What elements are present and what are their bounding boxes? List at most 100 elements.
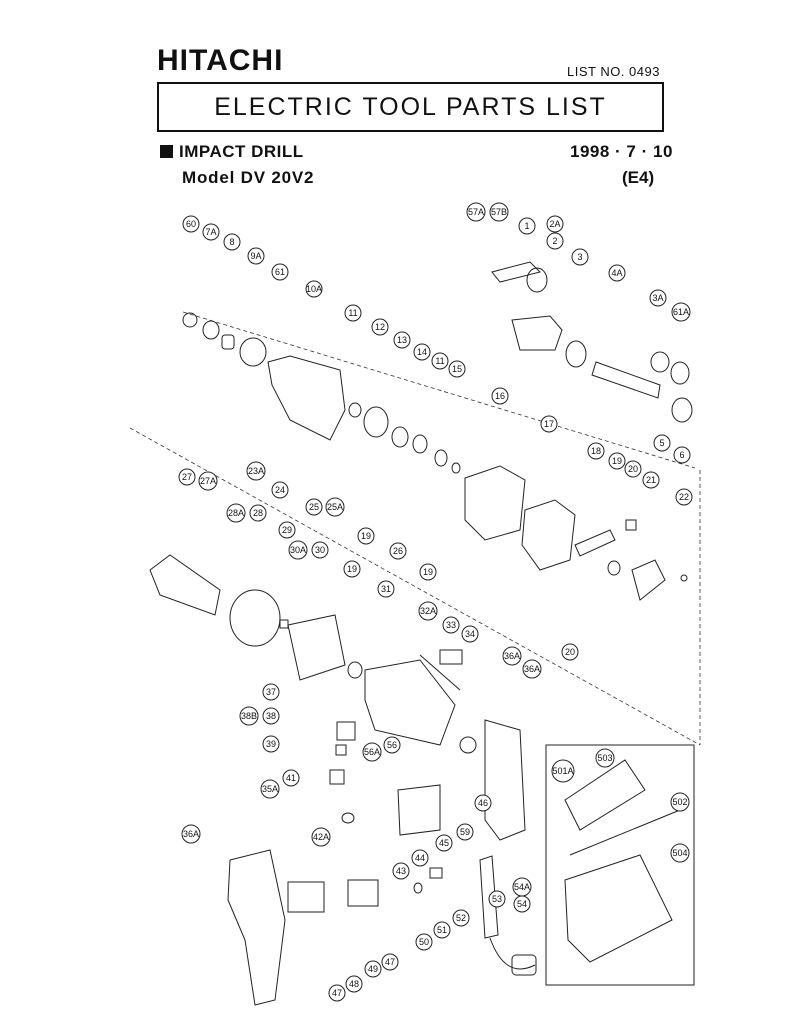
callout-23a: 23A: [246, 461, 266, 481]
callout-15: 15: [448, 360, 466, 378]
part-ring-3a: [650, 351, 670, 373]
svg-text:27A: 27A: [200, 476, 216, 486]
part-chuck-key-57: [491, 261, 541, 283]
callout-27a: 27A: [198, 471, 218, 491]
model-number: Model DV 20V2: [182, 168, 315, 187]
svg-text:33: 33: [446, 620, 456, 630]
svg-text:44: 44: [415, 853, 425, 863]
callout-54: 54: [513, 895, 531, 913]
svg-text:36A: 36A: [183, 829, 199, 839]
callout-53: 53: [488, 890, 506, 908]
part-chuck-1: [526, 267, 548, 293]
callout-56a: 56A: [362, 742, 382, 762]
svg-text:37: 37: [266, 687, 276, 697]
callout-14: 14: [413, 343, 431, 361]
callout-44: 44: [411, 849, 429, 867]
callout-54a: 54A: [512, 877, 532, 897]
svg-text:501A: 501A: [552, 766, 573, 776]
callout-24: 24: [271, 481, 289, 499]
callout-56: 56: [383, 736, 401, 754]
callout-4a: 4A: [608, 264, 626, 282]
callout-20: 20: [624, 460, 642, 478]
bullet-square-icon: [160, 145, 173, 158]
issue-date: 1998 · 7 · 10: [570, 142, 673, 161]
callout-20b: 20: [561, 643, 579, 661]
callout-9a: 9A: [247, 247, 265, 265]
svg-text:47: 47: [385, 957, 395, 967]
svg-text:31: 31: [381, 584, 391, 594]
svg-text:3A: 3A: [652, 293, 663, 303]
guide-lines: [129, 311, 701, 746]
svg-text:28: 28: [253, 508, 263, 518]
svg-text:504: 504: [672, 848, 687, 858]
svg-text:13: 13: [397, 335, 407, 345]
callout-13: 13: [393, 331, 411, 349]
svg-text:14: 14: [417, 347, 427, 357]
svg-text:12: 12: [375, 322, 385, 332]
part-spindle-4a: [591, 361, 661, 399]
svg-text:57B: 57B: [491, 207, 507, 217]
part-case-16: [464, 465, 526, 541]
part-label-33: [439, 649, 463, 665]
callout-19c: 19: [419, 563, 437, 581]
svg-text:19: 19: [612, 456, 622, 466]
svg-text:11: 11: [348, 308, 357, 318]
part-brush-38: [335, 744, 347, 756]
part-handle-35a: [227, 849, 286, 1006]
part-bearing-11: [348, 402, 362, 418]
part-clamp-51: [429, 867, 443, 879]
part-drawings: [149, 261, 695, 1006]
svg-text:47: 47: [332, 988, 342, 998]
callout-41: 41: [282, 769, 300, 787]
callout-10a: 10A: [305, 280, 323, 298]
svg-text:41: 41: [286, 773, 296, 783]
callout-12: 12: [371, 318, 389, 336]
callout-33: 33: [442, 616, 460, 634]
callout-19d: 19: [343, 560, 361, 578]
part-plate-21: [631, 559, 666, 601]
callout-37: 37: [262, 683, 280, 701]
svg-text:5: 5: [659, 438, 664, 448]
svg-text:2A: 2A: [549, 219, 560, 229]
svg-text:11: 11: [435, 356, 444, 366]
callout-57a: 57A: [466, 202, 486, 222]
svg-text:19: 19: [361, 531, 371, 541]
callout-47: 47: [381, 953, 399, 971]
svg-text:7A: 7A: [205, 227, 216, 237]
callout-36a-c: 36A: [181, 824, 201, 844]
part-fan-guide-28: [229, 589, 281, 647]
callout-5: 5: [653, 434, 671, 452]
part-bearing-11b: [434, 449, 448, 467]
svg-text:38: 38: [266, 711, 276, 721]
svg-text:21: 21: [646, 475, 656, 485]
svg-text:51: 51: [437, 925, 447, 935]
callout-47b: 47: [328, 984, 346, 1002]
callout-2: 2: [546, 232, 564, 250]
product-name: IMPACT DRILL: [160, 142, 304, 162]
callout-59: 59: [456, 823, 474, 841]
svg-text:36A: 36A: [524, 664, 540, 674]
callout-32a: 32A: [418, 601, 438, 621]
svg-text:19: 19: [347, 564, 357, 574]
svg-text:15: 15: [452, 364, 462, 374]
callout-7a: 7A: [202, 223, 220, 241]
callout-36a-b: 36A: [522, 659, 542, 679]
svg-text:35A: 35A: [262, 784, 278, 794]
document-title: ELECTRIC TOOL PARTS LIST: [214, 92, 607, 121]
part-holder-39: [329, 769, 345, 785]
callout-11b: 11: [431, 352, 449, 370]
part-screw-50: [413, 882, 423, 894]
part-bearing-19b: [347, 661, 363, 679]
part-cord-guard-52: [479, 855, 499, 939]
svg-text:28A: 28A: [228, 508, 244, 518]
callout-38b: 38B: [239, 706, 259, 726]
part-gear-8: [221, 334, 235, 350]
svg-text:50: 50: [419, 937, 429, 947]
part-housing-31: [364, 659, 456, 746]
svg-text:4A: 4A: [611, 268, 622, 278]
svg-text:43: 43: [396, 866, 406, 876]
callout-501a: 501A: [551, 759, 575, 783]
svg-text:56: 56: [387, 740, 397, 750]
edition-code: (E4): [622, 168, 655, 187]
